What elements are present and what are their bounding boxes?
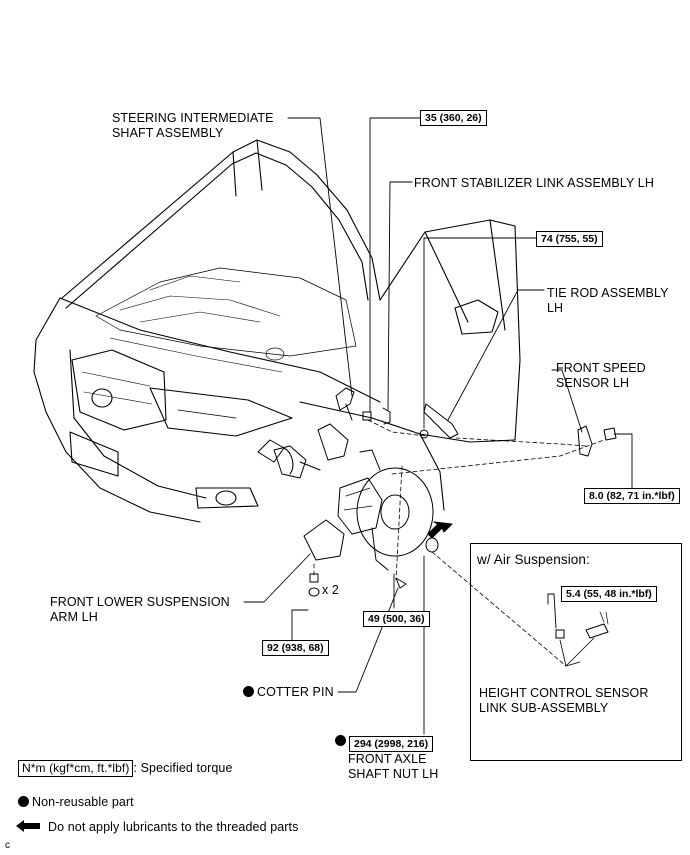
torque-lower-arm-b: 92 (938, 68) (262, 640, 329, 656)
torque-lower-arm-a: 49 (500, 36) (363, 611, 430, 627)
lower-arm-shape (303, 519, 345, 561)
legend-torque: N*m (kgf*cm, ft.*lbf): Specified torque (18, 760, 233, 777)
nonreusable-dot-icon (243, 686, 254, 697)
brake-knuckle-assembly (337, 449, 434, 571)
lower-arm-label: FRONT LOWER SUSPENSION ARM LH (50, 595, 230, 624)
legend-torque-text: : Specified torque (133, 761, 233, 775)
steering-shaft-label: STEERING INTERMEDIATE SHAFT ASSEMBLY (112, 111, 274, 140)
air-suspension-inset: w/ Air Suspension: 5.4 (55, 48 in.*lbf) … (470, 543, 682, 761)
dashed-lines (313, 419, 605, 667)
legend-torque-box: N*m (kgf*cm, ft.*lbf) (18, 760, 134, 777)
legend-nonreusable: Non-reusable part (18, 795, 134, 810)
cotter-pin-label: COTTER PIN (243, 685, 334, 700)
inset-title: w/ Air Suspension: (477, 552, 590, 567)
legend-no-lube: Do not apply lubricants to the threaded … (16, 820, 298, 835)
quantity-label: x 2 (322, 583, 339, 597)
steering-shaft-part (335, 387, 355, 421)
left-arrow-icon (16, 820, 40, 832)
nonreusable-dot-icon (18, 796, 29, 807)
tie-rod-label: TIE ROD ASSEMBLY LH (547, 286, 669, 315)
stabilizer-link-label: FRONT STABILIZER LINK ASSEMBLY LH (414, 176, 654, 190)
axle-nut-torque-row: 294 (2998, 216) (335, 734, 434, 752)
height-sensor-label: HEIGHT CONTROL SENSOR LINK SUB-ASSEMBLY (479, 686, 649, 715)
torque-tie-rod: 74 (755, 55) (536, 231, 603, 247)
drive-shaft (257, 423, 349, 479)
torque-steering-shaft: 35 (360, 26) (420, 110, 487, 126)
lower-arm-nut (308, 573, 320, 597)
height-sensor-link-part (555, 611, 609, 667)
vehicle-body (33, 139, 521, 523)
speed-sensor-part (577, 425, 617, 457)
corner-code: c (5, 840, 11, 851)
axle-nut-label: FRONT AXLE SHAFT NUT LH (348, 752, 439, 781)
no-lube-arrow-graphic (427, 521, 453, 539)
stabilizer-link-bolt (362, 407, 391, 425)
torque-height-sensor: 5.4 (55, 48 in.*lbf) (561, 586, 657, 602)
nonreusable-dot-icon (335, 735, 346, 746)
torque-speed-sensor: 8.0 (82, 71 in.*lbf) (584, 488, 680, 504)
speed-sensor-label: FRONT SPEED SENSOR LH (556, 361, 646, 390)
torque-axle-nut: 294 (2998, 216) (349, 736, 434, 752)
axle-nut-part (425, 537, 439, 553)
tie-rod-part (419, 403, 459, 439)
cotter-pin-part (395, 577, 407, 589)
